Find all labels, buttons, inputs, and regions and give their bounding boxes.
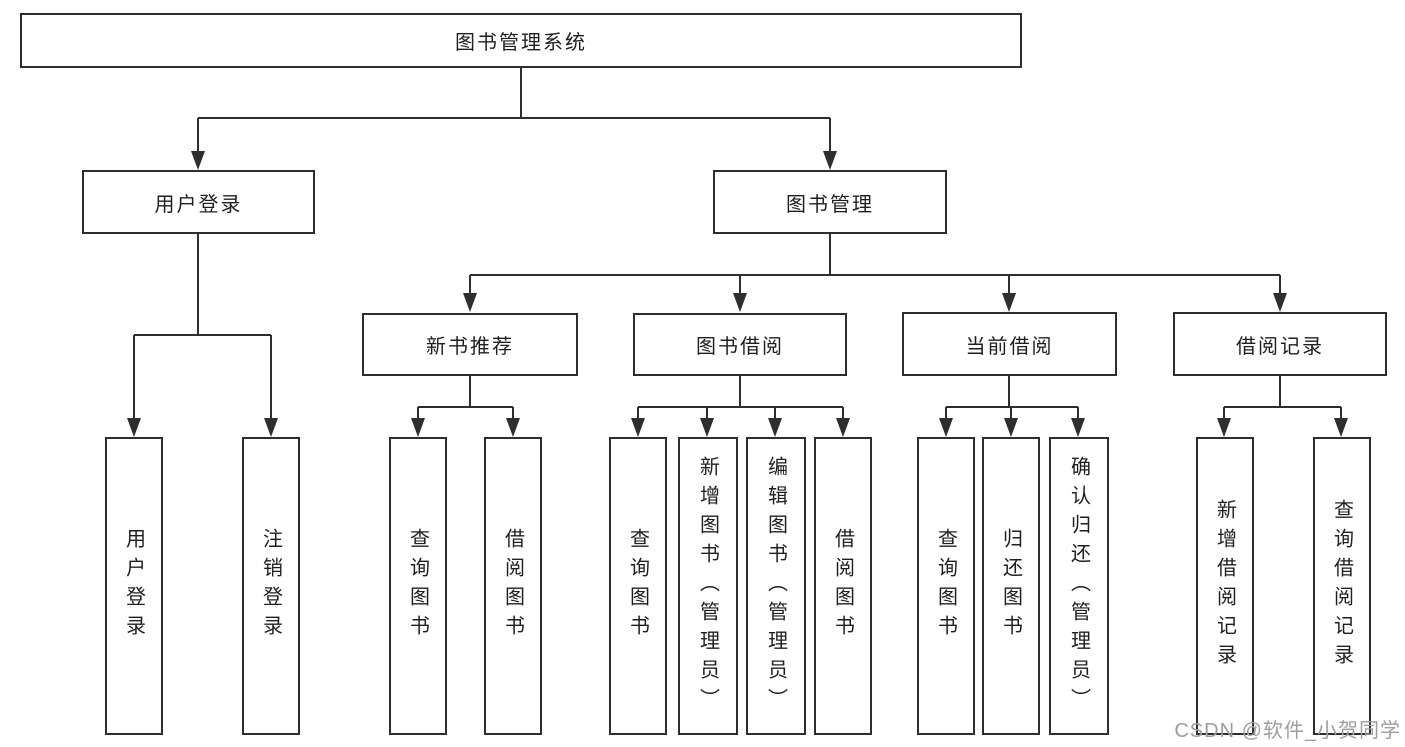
leaf-recommend-borrow-books: 借阅图书 [484, 437, 542, 735]
csdn-watermark: CSDN @软件_小贺同学 [1174, 720, 1401, 742]
leaf-recommend-query-books: 查询图书 [389, 437, 447, 735]
node-user-login: 用户登录 [82, 170, 315, 234]
leaf-borrow-add-books-admin: 新增图书（管理员） [678, 437, 738, 735]
leaf-current-return-books: 归还图书 [982, 437, 1040, 735]
node-borrow-records: 借阅记录 [1173, 312, 1387, 376]
leaf-borrow-borrow-books: 借阅图书 [814, 437, 872, 735]
leaf-current-confirm-return-admin: 确认归还（管理员） [1049, 437, 1109, 735]
node-new-book-recommend: 新书推荐 [362, 313, 578, 376]
node-book-borrow: 图书借阅 [633, 313, 847, 376]
leaf-records-query-record: 查询借阅记录 [1313, 437, 1371, 735]
node-current-borrow: 当前借阅 [902, 312, 1117, 376]
leaf-current-query-books: 查询图书 [917, 437, 975, 735]
node-library-management-system: 图书管理系统 [20, 13, 1022, 68]
leaf-logout: 注销登录 [242, 437, 300, 735]
leaf-borrow-query-books: 查询图书 [609, 437, 667, 735]
node-book-management: 图书管理 [713, 170, 947, 234]
leaf-borrow-edit-books-admin: 编辑图书（管理员） [746, 437, 806, 735]
leaf-records-add-record: 新增借阅记录 [1196, 437, 1254, 735]
arrowheads [127, 151, 1348, 437]
leaf-user-login: 用户登录 [105, 437, 163, 735]
